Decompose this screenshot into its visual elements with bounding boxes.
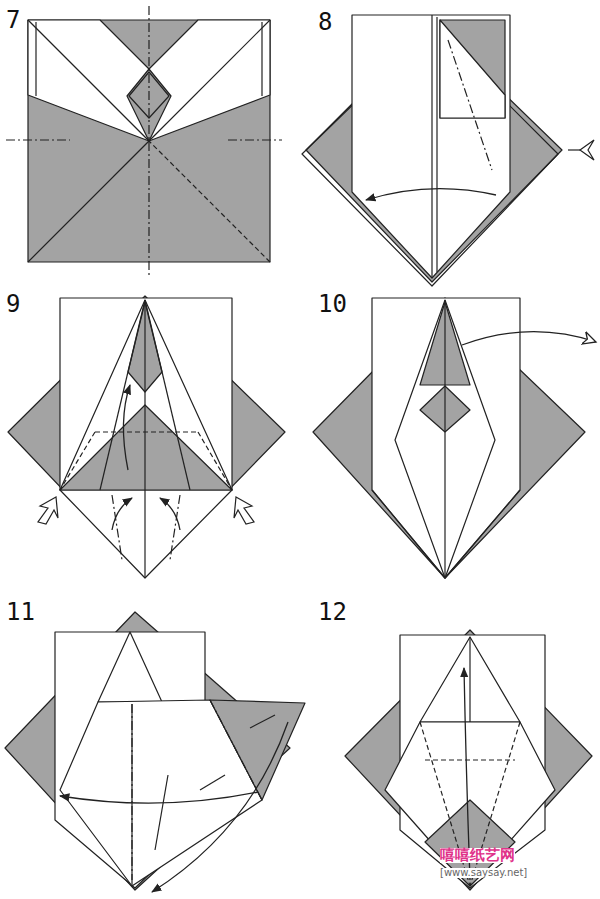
step-number: 10	[318, 292, 347, 316]
step-number: 11	[6, 600, 35, 624]
step-number: 12	[318, 600, 347, 624]
step-12-figure	[345, 630, 592, 890]
step-8-figure	[302, 15, 594, 286]
watermark: 嘻嘻纸艺网	[440, 848, 515, 863]
step-number: 8	[318, 10, 332, 34]
step-9-figure	[8, 296, 285, 578]
step-7-figure	[6, 6, 282, 278]
step-number: 7	[6, 8, 20, 32]
watermark: [www.saysay.net]	[440, 868, 527, 878]
step-10-figure	[313, 298, 596, 578]
step-number: 9	[6, 292, 20, 316]
step-11-figure	[5, 612, 305, 892]
